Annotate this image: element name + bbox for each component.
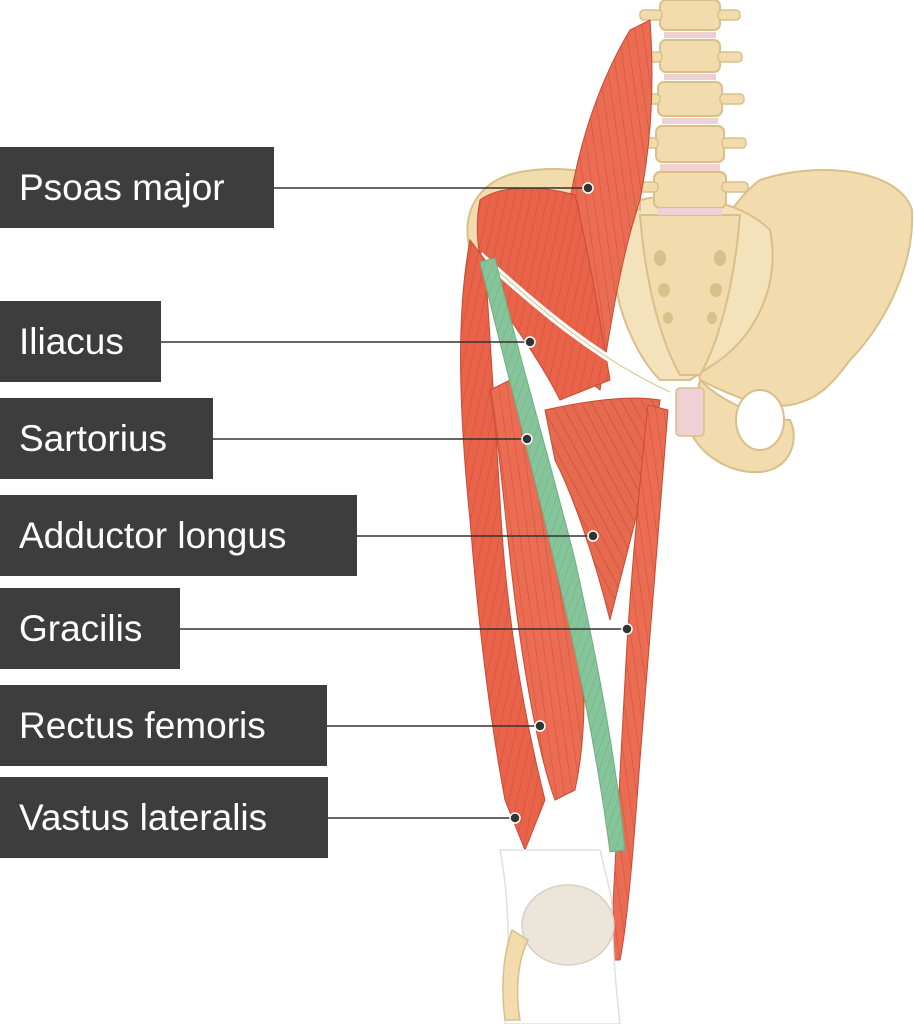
label-adductor-longus: Adductor longus xyxy=(0,495,357,576)
leader-point-rectus-femoris xyxy=(534,720,546,732)
gracilis-muscle xyxy=(609,404,669,961)
leader-point-psoas-major xyxy=(582,182,594,194)
lumbar-spine xyxy=(631,0,749,215)
leader-lines xyxy=(161,187,627,819)
fibula-bone xyxy=(502,928,529,1021)
label-sartorius: Sartorius xyxy=(0,398,213,479)
patella-bone xyxy=(521,884,615,966)
leader-point-gracilis xyxy=(621,623,633,635)
sacrum-bone xyxy=(638,214,742,376)
leader-point-sartorius xyxy=(521,433,533,445)
label-vastus-lateralis: Vastus lateralis xyxy=(0,777,328,858)
leader-points xyxy=(509,182,633,824)
label-rectus-femoris: Rectus femoris xyxy=(0,685,327,766)
leader-point-vastus-lateralis xyxy=(509,812,521,824)
adductor-longus-muscle xyxy=(544,397,661,621)
label-psoas-major: Psoas major xyxy=(0,147,274,228)
leader-point-adductor-longus xyxy=(587,530,599,542)
label-gracilis: Gracilis xyxy=(0,588,180,669)
sartorius-muscle xyxy=(479,257,626,853)
leader-point-iliacus xyxy=(524,336,536,348)
label-iliacus: Iliacus xyxy=(0,301,161,382)
